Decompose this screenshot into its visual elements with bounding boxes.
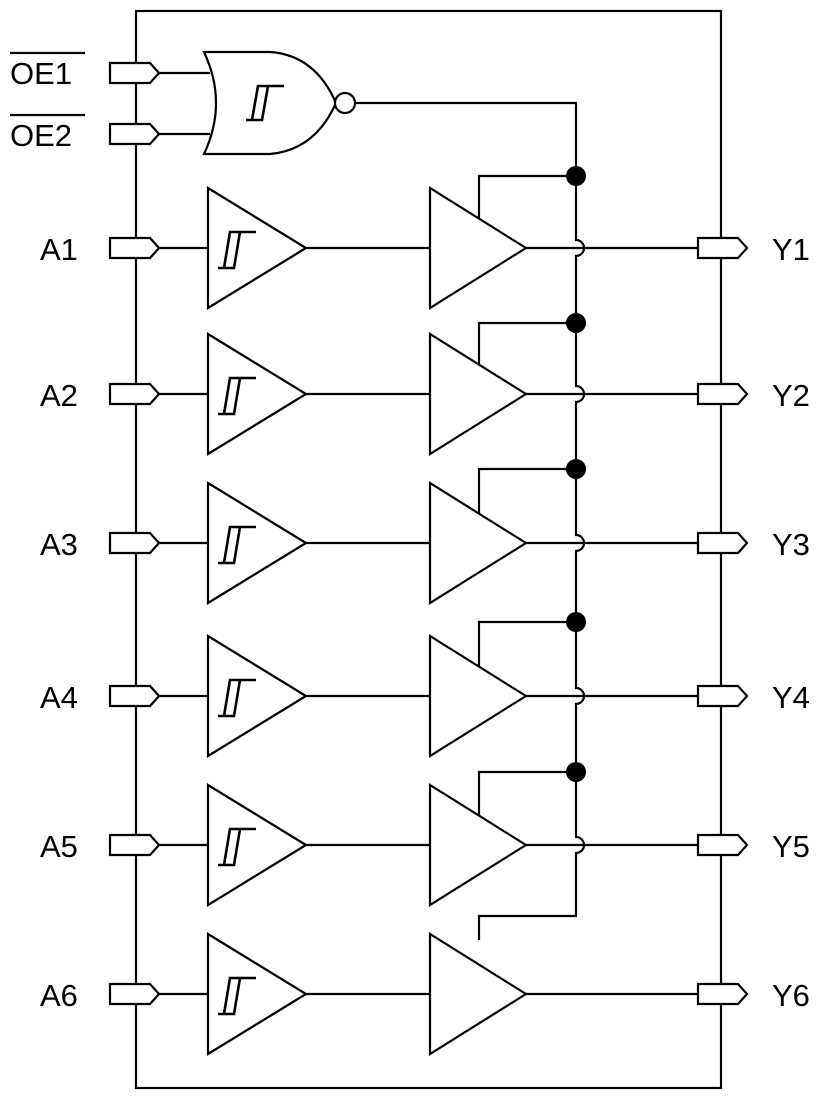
pin-a6 xyxy=(108,982,161,1006)
pin-a2 xyxy=(108,382,161,406)
channel-4: A4 Y4 xyxy=(40,634,810,758)
enable-branch-2 xyxy=(477,321,576,369)
schmitt-symbol-icon xyxy=(246,84,284,122)
nor-output-bubble xyxy=(333,91,357,115)
label-a6: A6 xyxy=(40,978,78,1013)
pin-a3 xyxy=(108,531,161,555)
channel-5: A5 Y5 xyxy=(40,783,810,907)
pin-y5 xyxy=(696,833,749,857)
schmitt-buffer-6 xyxy=(206,932,309,1056)
channel-6: A6 Y6 xyxy=(40,932,810,1056)
pin-a1 xyxy=(108,236,161,260)
label-y3: Y3 xyxy=(772,527,810,562)
label-oe2: OE2 xyxy=(10,118,72,153)
label-y6: Y6 xyxy=(772,978,810,1013)
schmitt-symbol-icon xyxy=(218,230,256,270)
nor-gate xyxy=(202,50,338,156)
enable-branch-1 xyxy=(477,174,576,222)
tristate-buffer-5 xyxy=(428,783,529,907)
pin-oe2 xyxy=(108,122,161,146)
channel-1: A1 Y1 xyxy=(40,186,810,310)
pin-y1 xyxy=(696,236,749,260)
label-oe1: OE1 xyxy=(10,56,72,91)
enable-branch-3 xyxy=(477,467,576,515)
tristate-buffer-4 xyxy=(428,634,529,758)
enable-branch-5 xyxy=(477,770,576,818)
enable-bus xyxy=(477,176,586,940)
label-a5: A5 xyxy=(40,829,78,864)
channel-2: A2 Y2 xyxy=(40,332,810,456)
schmitt-buffer-1 xyxy=(206,186,309,310)
pin-y2 xyxy=(696,382,749,406)
pin-a4 xyxy=(108,684,161,708)
label-a2: A2 xyxy=(40,378,78,413)
schmitt-symbol-icon xyxy=(218,827,256,867)
pin-y3 xyxy=(696,531,749,555)
tristate-buffer-2 xyxy=(428,332,529,456)
label-a4: A4 xyxy=(40,680,78,715)
label-y4: Y4 xyxy=(772,680,810,715)
schmitt-symbol-icon xyxy=(218,376,256,416)
schmitt-symbol-icon xyxy=(218,525,256,565)
pin-oe1 xyxy=(108,61,161,85)
schmitt-buffer-4 xyxy=(206,634,309,758)
pin-y6 xyxy=(696,982,749,1006)
pin-a5 xyxy=(108,833,161,857)
label-y2: Y2 xyxy=(772,378,810,413)
enable-branch-4 xyxy=(477,620,576,668)
label-y5: Y5 xyxy=(772,829,810,864)
schmitt-symbol-icon xyxy=(218,976,256,1016)
schmitt-buffer-5 xyxy=(206,783,309,907)
tristate-buffer-1 xyxy=(428,186,529,310)
tristate-buffer-3 xyxy=(428,481,529,605)
channel-3: A3 Y3 xyxy=(40,481,810,605)
schmitt-symbol-icon xyxy=(218,678,256,718)
schmitt-buffer-3 xyxy=(206,481,309,605)
schmitt-buffer-2 xyxy=(206,332,309,456)
pin-y4 xyxy=(696,684,749,708)
label-a3: A3 xyxy=(40,527,78,562)
label-y1: Y1 xyxy=(772,232,810,267)
tristate-buffer-6 xyxy=(428,932,529,1056)
enable-wire-horizontal xyxy=(355,101,578,176)
label-a1: A1 xyxy=(40,232,78,267)
